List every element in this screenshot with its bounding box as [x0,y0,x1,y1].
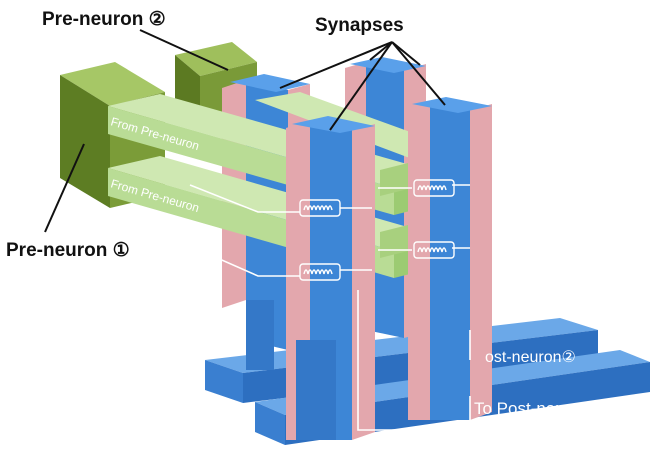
label-pre-neuron-1: Pre-neuron ① [6,240,130,261]
signal-wires [189,184,471,431]
synapse-resistors [299,179,455,281]
front-left-column [286,116,375,440]
synapse-resistor-1 [299,199,341,217]
label-to-post-neuron-1: To Post-neuron ① [474,399,609,418]
synapse-resistor-3 [299,263,341,281]
label-pre-neuron-2: Pre-neuron ② [42,9,166,30]
label-synapses: Synapses [315,15,404,36]
synapse-resistor-2 [413,179,455,197]
leader-lines [44,29,446,233]
synapse-resistor-4 [413,241,455,259]
label-to-post-neuron-2: ost-neuron② [485,349,576,366]
